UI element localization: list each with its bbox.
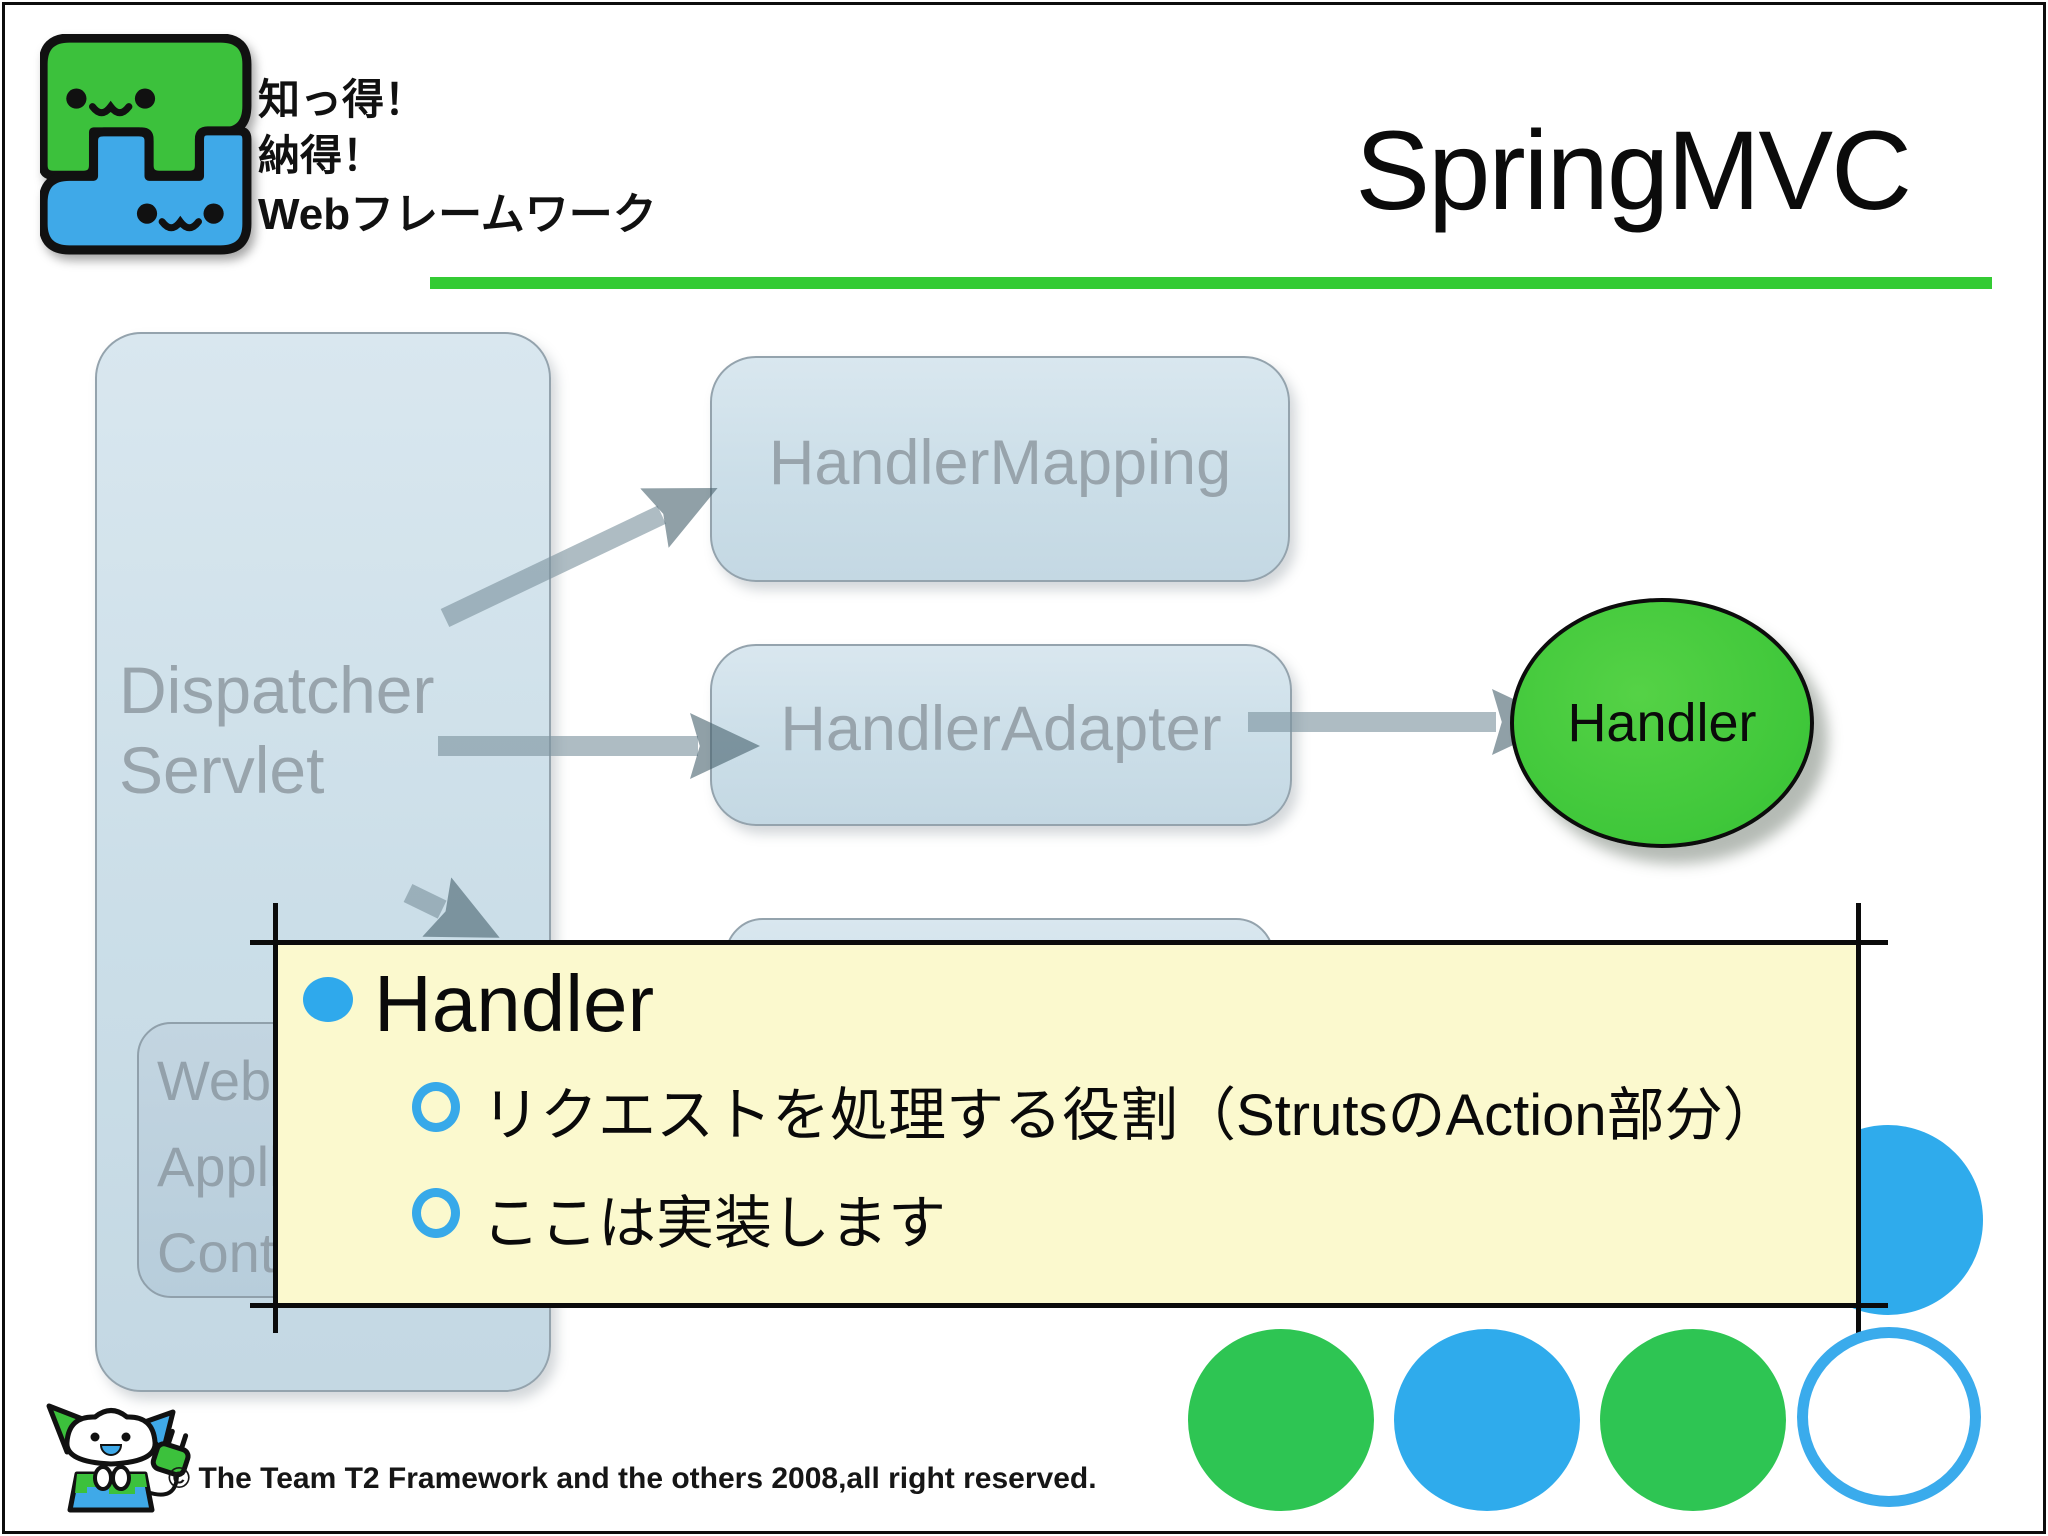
- bullet-filled-icon: [303, 977, 353, 1022]
- title-underline: [430, 277, 1992, 289]
- copyright-text: © The Team T2 Framework and the others 2…: [168, 1462, 1097, 1495]
- logo-blue-face: [136, 203, 224, 232]
- callout-border-bottom: [250, 1303, 1888, 1308]
- bullet-ring-icon: [412, 1188, 460, 1238]
- bullet-ring-icon: [412, 1082, 460, 1132]
- team-t2-logo-icon: [40, 34, 252, 255]
- callout-border-right: [1856, 903, 1861, 1333]
- decor-circle-blue-2: [1394, 1329, 1580, 1511]
- handler-mapping-box: HandlerMapping: [710, 356, 1290, 582]
- dispatcher-servlet-label: Dispatcher Servlet: [119, 653, 435, 807]
- handler-ellipse: Handler: [1510, 598, 1814, 848]
- decor-circle-green-3: [1600, 1329, 1786, 1511]
- callout-border-top: [250, 940, 1888, 945]
- callout-box: [276, 944, 1859, 1305]
- logo-green-face: [66, 88, 156, 117]
- handler-mapping-label: HandlerMapping: [768, 428, 1232, 499]
- fox-mascot-icon: [46, 1403, 191, 1513]
- callout-bullet-1: リクエストを処理する役割（StrutsのAction部分）: [482, 1083, 1781, 1148]
- callout-bullet-2: ここは実装します: [482, 1191, 947, 1256]
- logo-tagline-line1: 知っ得！: [258, 76, 427, 123]
- arrow-shaft: [438, 736, 698, 756]
- logo-tagline-line2: 納得！: [258, 132, 385, 179]
- arrow-shaft: [1248, 712, 1496, 732]
- decor-circle-outline-4: [1797, 1327, 1981, 1507]
- page-title: SpringMVC: [1355, 108, 1912, 233]
- handler-adapter-box: HandlerAdapter: [710, 644, 1292, 826]
- callout-border-left: [273, 903, 278, 1333]
- handler-ellipse-label: Handler: [1567, 693, 1757, 753]
- handler-adapter-label: HandlerAdapter: [780, 694, 1222, 765]
- callout-title: Handler: [374, 959, 655, 1048]
- logo-tagline-line3: Webフレームワーク: [258, 190, 657, 239]
- decor-circle-green-1: [1188, 1329, 1374, 1511]
